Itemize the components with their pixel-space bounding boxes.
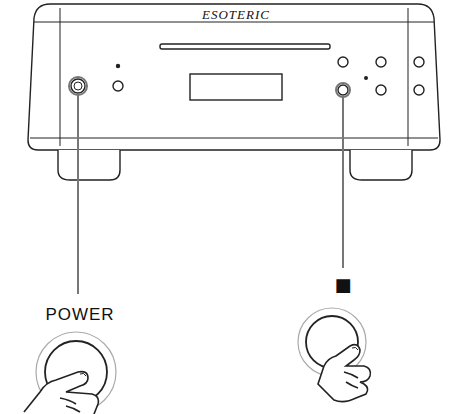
foot — [350, 150, 412, 180]
control-button — [338, 85, 348, 95]
player-body — [28, 4, 440, 150]
side-panel-seam — [60, 8, 408, 146]
control-button — [414, 57, 424, 67]
foot — [58, 150, 120, 180]
button-symbol: ■ — [334, 276, 351, 294]
power-button-ring — [74, 82, 82, 90]
pressing-hand — [24, 372, 98, 414]
leader-line — [77, 94, 79, 294]
bottom-edge — [30, 138, 438, 139]
control-button — [338, 57, 348, 67]
button-label: POWER — [45, 306, 114, 323]
control-button — [414, 85, 424, 95]
disc-slot — [160, 44, 330, 49]
control-button — [376, 85, 386, 95]
control-button — [376, 57, 386, 67]
power-button — [71, 79, 85, 93]
brand-logo: ESOTERIC — [200, 8, 272, 21]
open-button — [113, 81, 123, 91]
indicator-dot — [365, 77, 368, 80]
leader-line — [342, 96, 344, 268]
pressing-hand — [318, 345, 370, 402]
display — [190, 74, 282, 100]
leader-ring — [336, 83, 350, 97]
top-edge — [34, 22, 434, 23]
leader-ring — [69, 77, 87, 95]
indicator-dot — [117, 65, 120, 68]
